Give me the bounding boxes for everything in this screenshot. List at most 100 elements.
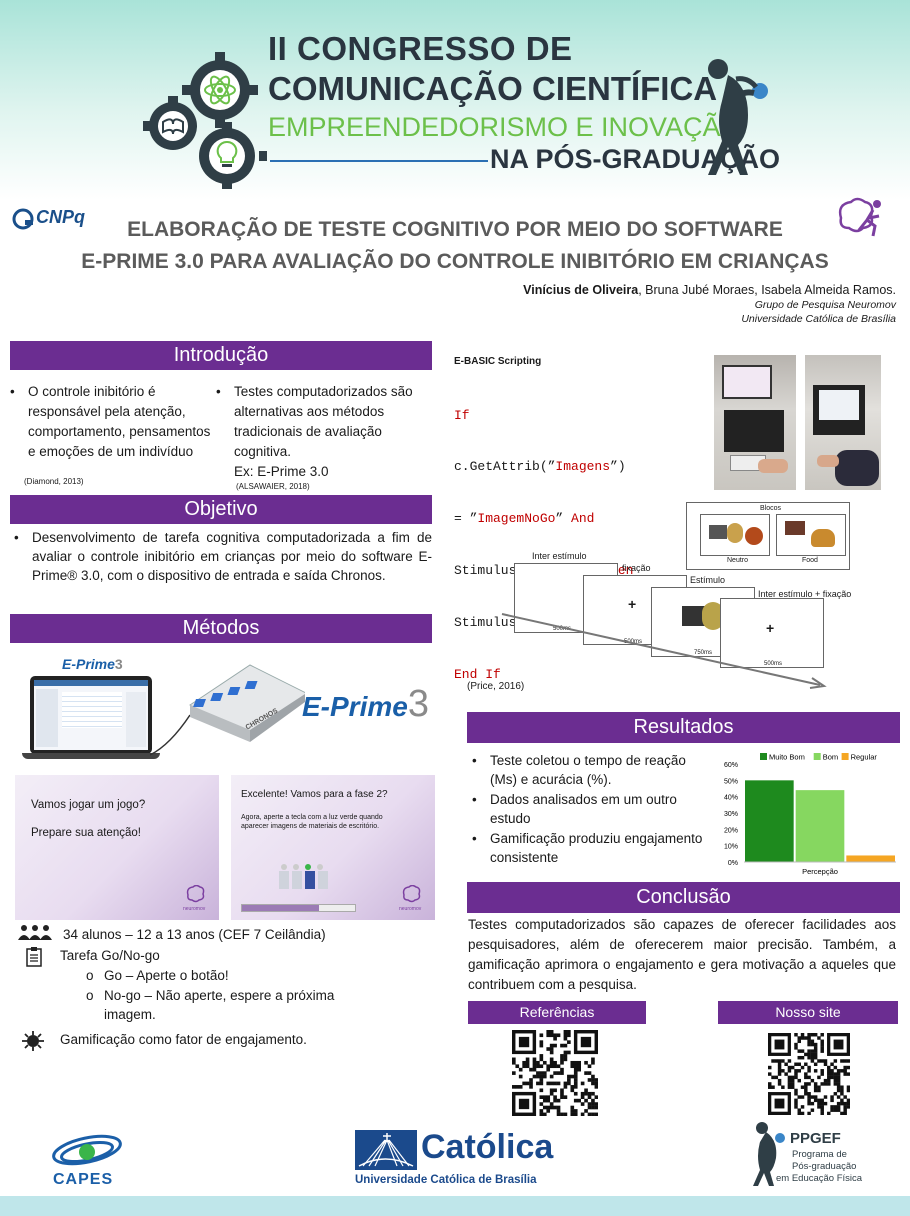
y-tick-label: 20% [724,827,738,834]
footer-band [0,1196,910,1216]
athlete-figure [708,59,768,175]
code-line2-end: ”) [610,459,626,475]
conclusao-text: Testes computadorizados são capazes de o… [468,917,896,992]
eprime-big-number: 3 [407,683,429,725]
clipboard-icon [26,947,42,967]
ucb-logo-text: Universidade Católica de Brasília [355,1174,537,1186]
code-line3: = ” [454,511,478,527]
code-line3-string: ImagemNoGo [477,511,556,527]
legend-swatch [841,753,849,760]
catolica-logo: Católica Universidade Católica de Brasíl… [355,1128,556,1188]
diagram-t3: 750ms [694,650,713,656]
introducao-example: Ex: E-Prime 3.0 [234,464,329,479]
ppgef-sub1: Programa de [792,1149,847,1160]
congress-title-line2: COMUNICAÇÃO CIENTÍFICA [268,70,718,107]
code-line2: c.GetAttrib(” [454,459,556,475]
introducao-col2: Testes computadorizados são alternativas… [212,382,422,482]
slide1-neuromov-icon [186,885,205,903]
bar-regular [846,855,895,862]
diagram-neutro-label: Neutro [727,557,749,564]
y-tick-label: 50% [724,778,738,785]
capes-logo-icon [52,1134,122,1166]
slide2-indicator-dots [281,857,323,875]
nosso-site-heading: Nosso site [718,1001,898,1024]
slide2-text: Agora, aperte a tecla com a luz verde qu… [241,814,383,830]
metodos-sub-go: Go – Aperte o botão! [104,968,229,983]
diagram-inter-label: Inter estímulo [532,551,587,561]
slide2-neuromov-icon [402,885,421,903]
university-affiliation: Universidade Católica de Brasília [741,313,896,325]
slide2-progress-fill [242,905,319,911]
introducao-heading: Introdução [10,341,432,370]
slide1-line1: Vamos jogar um jogo? [31,799,146,811]
code-and: And [571,511,595,527]
authors-line: Vinícius de Oliveira, Bruna Jubé Moraes,… [523,283,896,297]
neuromov-brain-icon [838,197,881,237]
ppgef-logo-icon [753,1122,785,1186]
cnpq-logo-text: CNPq [36,207,85,227]
congress-divider [270,160,488,162]
y-tick-label: 10% [724,844,738,851]
code-end-if: End If [454,667,501,683]
site-qr-code[interactable] [768,1033,850,1115]
code-if: If [454,407,470,423]
laptop-base [22,753,160,759]
resultados-bullet-1: Teste coletou o tempo de reação (Ms) e a… [468,751,716,789]
eprime-small-text: E-Prime [62,656,115,672]
chronos-device [150,664,305,756]
header-background [0,0,910,200]
slide2-neuromov-text: neuromov [399,906,422,912]
objetivo-heading: Objetivo [10,495,432,524]
eprime-software-window [34,680,148,750]
referencias-heading: Referências [468,1001,646,1024]
laptop-screenshot [30,676,152,754]
slide2-progress-bar [241,904,356,912]
metodos-heading: Métodos [10,614,432,643]
eprime-small-logo: E-Prime3 [62,656,123,672]
x-category-label: Percepção [802,867,838,876]
diagram-fixation-plus: + [628,596,637,612]
resultados-bullet-3: Gamificação produziu engajamento consist… [468,829,716,867]
metodos-sub-nogo: No-go – Não aperte, espere a próxima ima… [104,988,335,1022]
congress-title-line1: II CONGRESSO DE [268,30,573,67]
first-author: Vinícius de Oliveira [523,283,639,297]
virus-gamification-icon [22,1031,44,1051]
resultados-bullet-2: Dados analisados em um outro estudo [468,790,716,828]
code-line3-b: ” [555,511,572,527]
legend-label: Bom [823,753,838,762]
ppgef-sub3: em Educação Física [776,1173,863,1184]
ppgef-logo-text: PPGEF [790,1130,841,1147]
capes-logo-text: CAPES [53,1171,114,1188]
legend-label: Regular [851,753,878,762]
y-tick-label: 60% [724,762,738,769]
slide1-line2: Prepare sua atenção! [31,827,141,839]
introducao-col1: O controle inibitório é responsável pela… [6,382,211,462]
y-tick-label: 30% [724,811,738,818]
introducao-col1-ref: (Diamond, 2013) [24,477,84,486]
eprime-big-text: E-Prime [302,691,408,722]
introducao-col2-ref: (ALSAWAIER, 2018) [236,482,310,491]
eprime-big-logo: E-Prime3 [302,683,429,726]
diagram-inter-fix-label: Inter estímulo + fixação [758,589,852,599]
catolica-emblem-icon [355,1130,417,1170]
slide1-neuromov-text: neuromov [183,906,206,912]
slide2-keys [279,871,328,894]
introducao-bullet-2: Testes computadorizados são alternativas… [234,384,413,459]
game-slide-1: Vamos jogar um jogo? Prepare sua atenção… [15,775,219,920]
game-slide-2: Excelente! Vamos para a fase 2? Agora, a… [231,775,435,920]
ppgef-sub2: Pós-graduação [792,1161,857,1172]
diagram-t1: 500ms [553,626,572,632]
catolica-logo-text: Católica [421,1128,554,1166]
diagram-t2: 500ms [624,639,643,645]
bar-bom [795,790,845,862]
objetivo-text-block: Desenvolvimento de tarefa cognitiva comp… [10,528,432,585]
poster-title-line1: ELABORAÇÃO DE TESTE COGNITIVO POR MEIO D… [127,218,783,241]
referencias-qr-code[interactable] [512,1030,598,1116]
legend-swatch [813,753,821,760]
legend-swatch [760,753,767,760]
diagram-timeline-arrow [501,613,827,689]
congress-title-line3: EMPREENDEDORISMO E INOVAÇÃO [268,112,742,142]
research-group: Grupo de Pesquisa Neuromov [754,299,896,311]
